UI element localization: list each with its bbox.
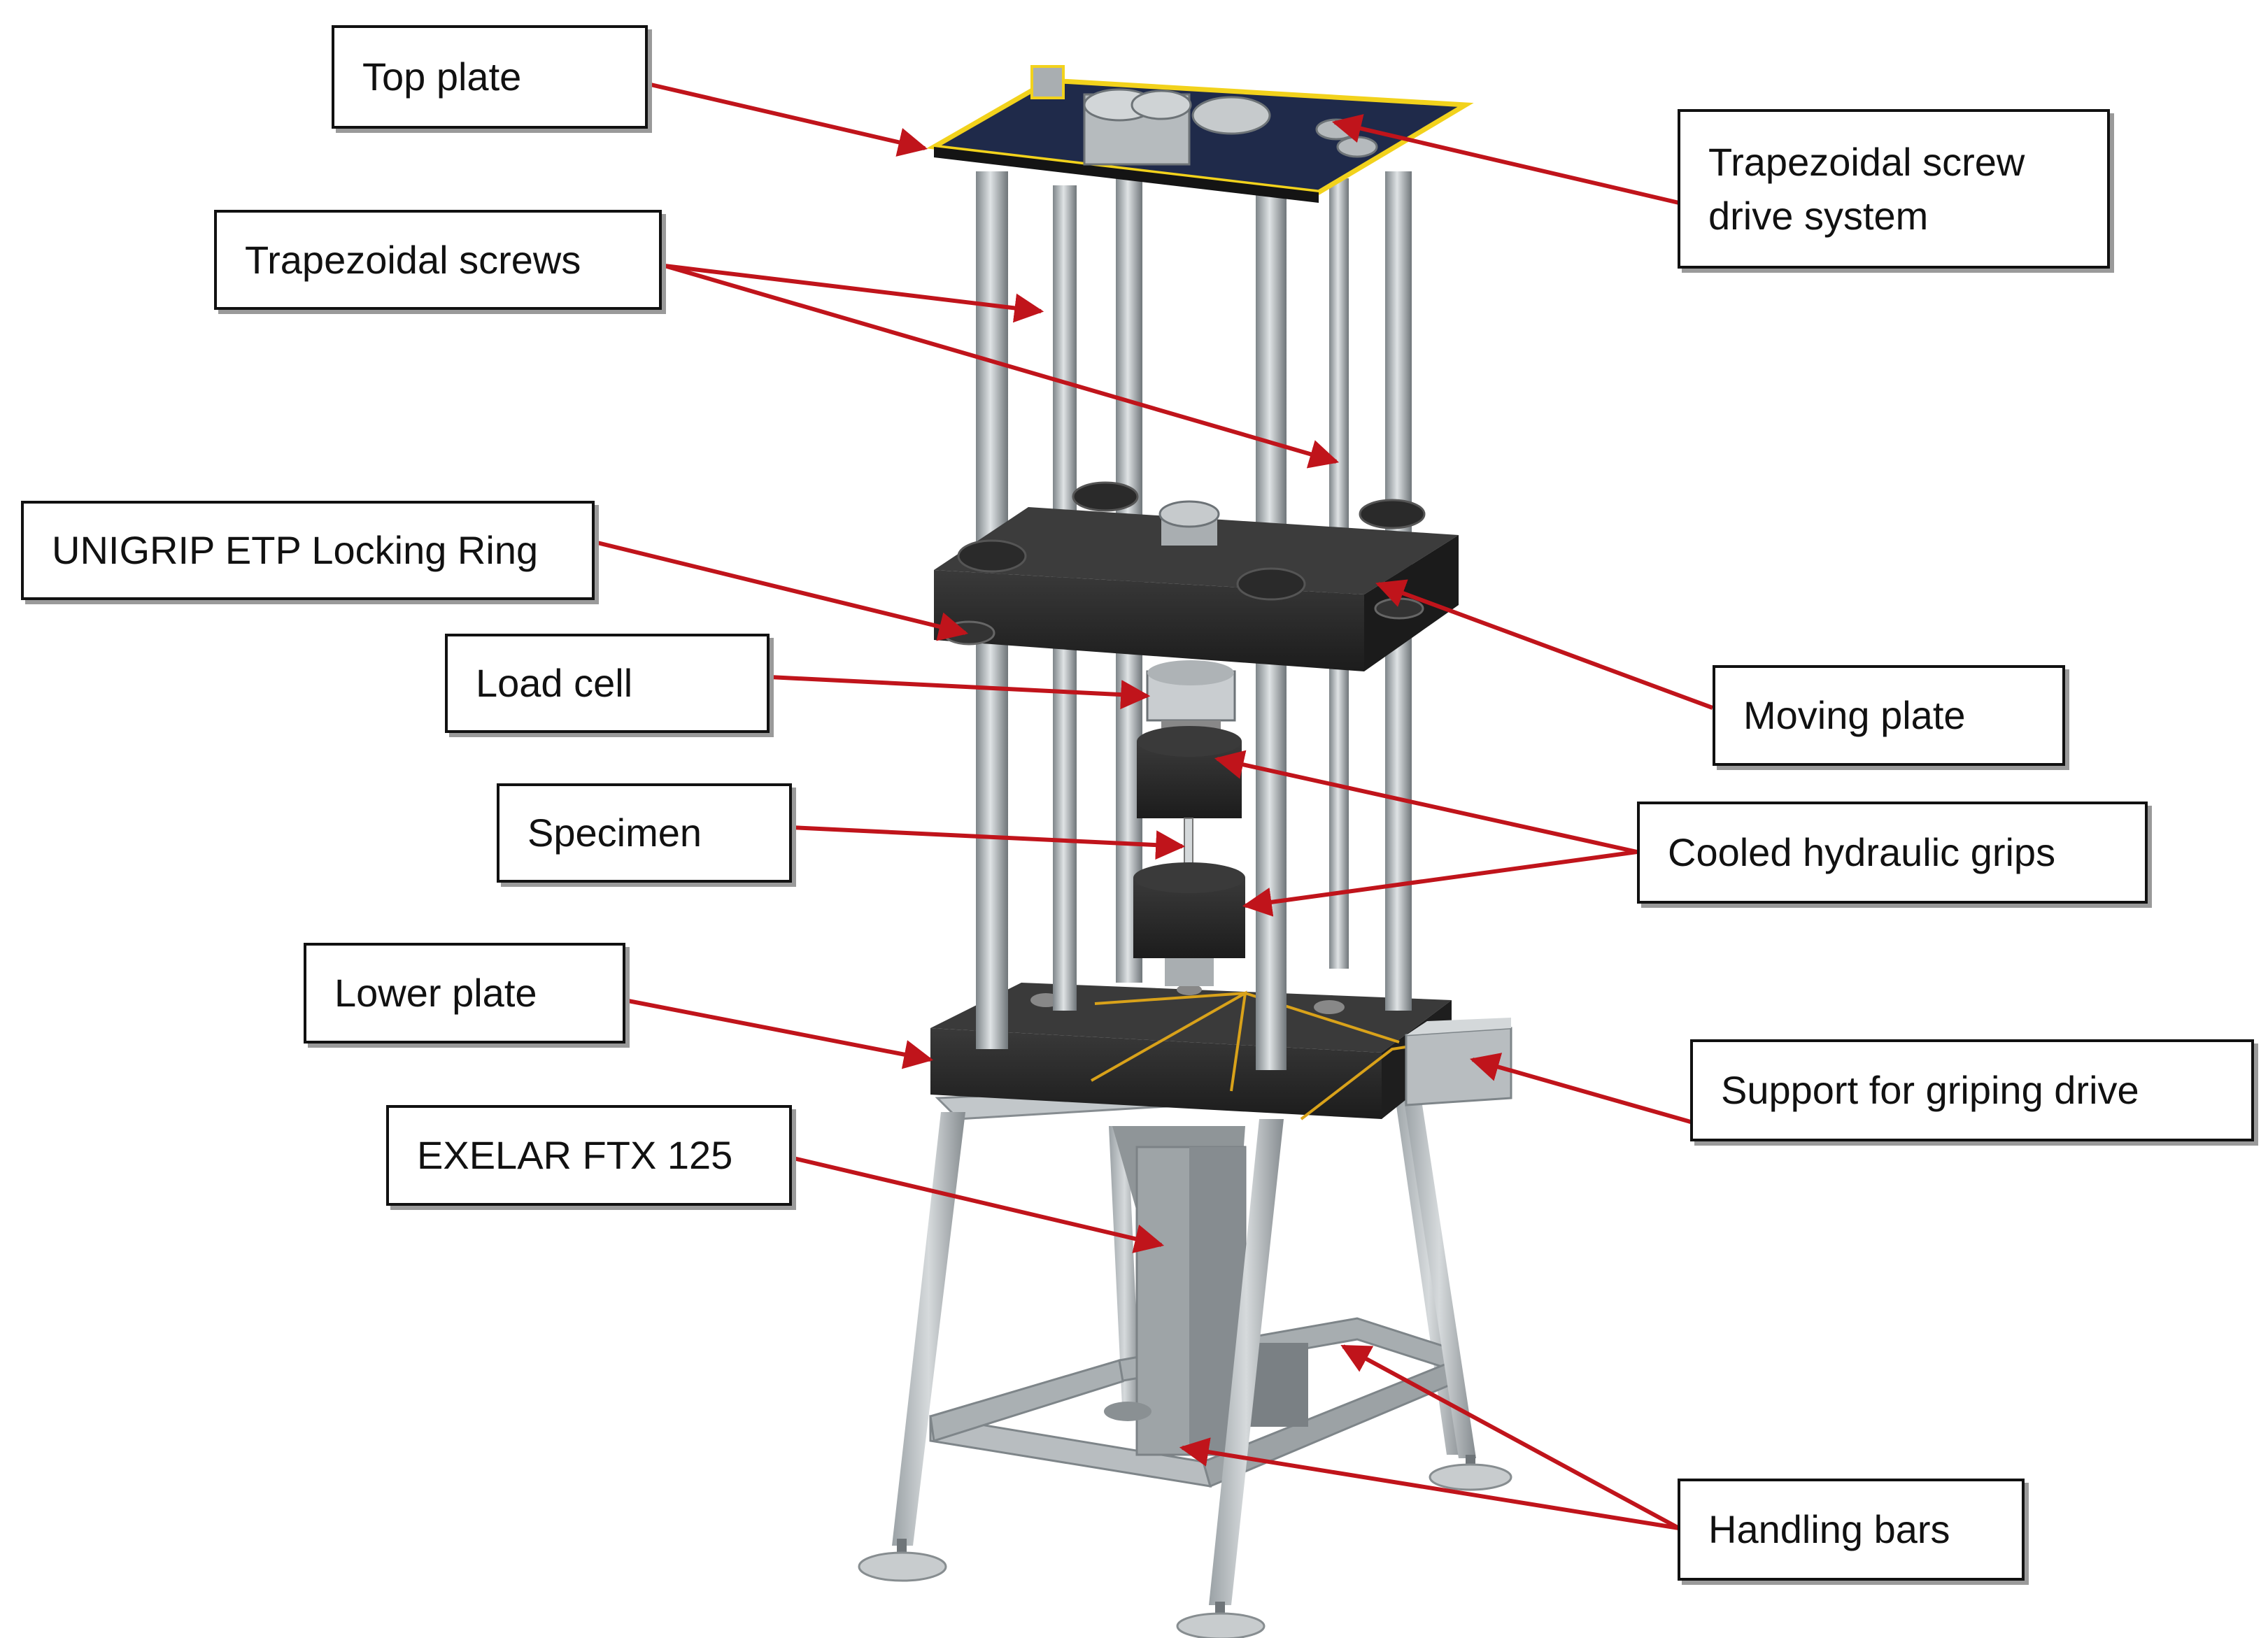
- label-moving-plate: Moving plate: [1713, 665, 2065, 766]
- label-text-line-1: Trapezoidal screw: [1708, 139, 2025, 184]
- label-text: Support for griping drive: [1721, 1068, 2139, 1113]
- label-text: Moving plate: [1743, 693, 1966, 738]
- label-hydraulic-grips: Cooled hydraulic grips: [1637, 802, 2148, 904]
- label-locking-ring: UNIGRIP ETP Locking Ring: [21, 501, 595, 600]
- load-train: [1133, 660, 1245, 986]
- label-top-plate: Top plate: [332, 25, 648, 129]
- lower-plate: [930, 983, 1512, 1120]
- label-text: Cooled hydraulic grips: [1668, 830, 2056, 875]
- griping-drive-support: [1405, 1027, 1512, 1106]
- label-lower-plate: Lower plate: [304, 943, 625, 1044]
- label-text: Lower plate: [334, 971, 537, 1016]
- label-text: EXELAR FTX 125: [417, 1133, 733, 1178]
- label-text: Top plate: [362, 55, 522, 99]
- label-text: Trapezoidal screws: [245, 237, 581, 282]
- callout-arrows: [594, 82, 1714, 1530]
- moving-plate: [934, 481, 1459, 671]
- label-support-griping-drive: Support for griping drive: [1690, 1039, 2254, 1141]
- label-screw-drive-system: Trapezoidal screw drive system: [1678, 109, 2110, 269]
- label-load-cell: Load cell: [445, 634, 770, 733]
- label-text: UNIGRIP ETP Locking Ring: [52, 528, 539, 573]
- label-exelar: EXELAR FTX 125: [386, 1105, 792, 1206]
- label-text: Specimen: [527, 811, 702, 855]
- label-specimen: Specimen: [497, 783, 792, 883]
- label-text: Handling bars: [1708, 1507, 1950, 1552]
- label-trapezoidal-screws: Trapezoidal screws: [214, 210, 662, 310]
- label-text-line-2: drive system: [1708, 194, 1929, 238]
- label-handling-bars: Handling bars: [1678, 1479, 2025, 1581]
- label-text: Load cell: [476, 661, 633, 706]
- table-stand: [858, 1076, 1512, 1638]
- leveling-feet: [858, 1455, 1512, 1638]
